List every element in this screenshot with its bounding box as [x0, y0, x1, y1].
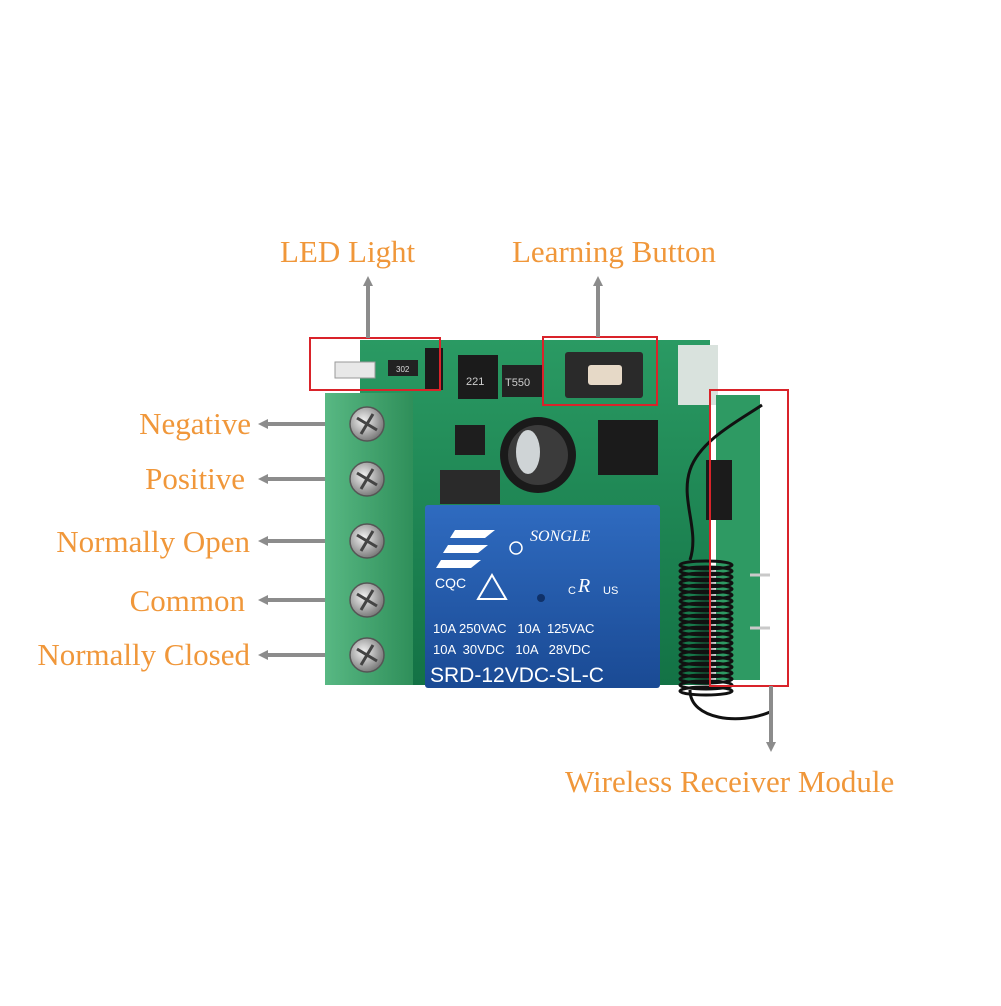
antenna-coil-turn — [678, 643, 734, 655]
antenna-wire — [685, 403, 763, 561]
relay-cert-ur-icon: R — [577, 575, 590, 597]
led-component — [334, 361, 376, 379]
negative-label: Negative — [139, 406, 251, 441]
terminal-screw-icon — [349, 582, 385, 618]
antenna-coil-turn — [678, 589, 734, 601]
ic-chip — [598, 420, 658, 475]
registered-icon — [509, 541, 523, 555]
learning-button-label: Learning Button — [512, 234, 717, 269]
smd-chip-t550 — [502, 365, 542, 397]
diode — [425, 348, 443, 390]
relay-cert-c: C — [568, 585, 576, 597]
antenna-coil-turn — [678, 655, 734, 667]
relay-cert-us: US — [603, 585, 618, 597]
antenna-coil-turn — [678, 619, 734, 631]
antenna-coil-turn — [678, 583, 734, 595]
antenna-coil-turn — [678, 607, 734, 619]
wireless-receiver-module-label: Wireless Receiver Module — [565, 764, 895, 799]
led-marking: 302 — [396, 365, 410, 374]
terminal-screw-icon — [349, 523, 385, 559]
songle-logo-icon — [436, 530, 495, 568]
smd-chip-221 — [458, 355, 498, 399]
antenna-coil-turn — [678, 559, 734, 571]
positive-label: Positive — [145, 461, 245, 496]
antenna-coil-turn — [678, 601, 734, 613]
antenna-coil — [678, 559, 734, 697]
learning-button-cap — [588, 365, 622, 385]
relay-rating-1: 10A 250VAC 10A 125VAC — [433, 621, 594, 636]
chip-221-label: 221 — [466, 376, 484, 388]
terminal-screw-icon — [349, 406, 385, 442]
chip-t550-label: T550 — [505, 377, 530, 389]
antenna-tail — [688, 689, 771, 721]
pcb-edge-white — [678, 345, 718, 405]
antenna-coil-turn — [678, 637, 734, 649]
antenna-coil-turn — [678, 613, 734, 625]
normally-open-label: Normally Open — [56, 524, 250, 559]
antenna-coil-turn — [678, 625, 734, 637]
antenna-coil-turn — [678, 577, 734, 589]
led-light-highlight — [309, 337, 441, 391]
antenna-coil-turn — [678, 667, 734, 679]
antenna-coil-turn — [678, 661, 734, 673]
relay-hole — [537, 594, 545, 602]
terminal-screw-icon — [349, 461, 385, 497]
terminal-screw-icon — [349, 637, 385, 673]
antenna-coil-turn — [678, 565, 734, 577]
warning-triangle-icon — [476, 573, 508, 600]
relay-model: SRD-12VDC-SL-C — [430, 664, 604, 687]
led-light-label: LED Light — [280, 234, 416, 269]
antenna-coil-turn — [678, 649, 734, 661]
antenna-coil-turn — [678, 631, 734, 643]
antenna-coil-turn — [678, 673, 734, 685]
antenna-coil-turn — [678, 571, 734, 583]
relay-rating-2: 10A 30VDC 10A 28VDC — [433, 642, 591, 657]
wireless-receiver-highlight — [709, 389, 789, 687]
smd-part-lower — [440, 470, 500, 504]
receiver-module-board — [716, 395, 760, 680]
smd-resistor — [388, 360, 418, 376]
capacitor-glare — [516, 430, 540, 474]
transistor — [455, 425, 485, 455]
relay-brand: SONGLE — [530, 528, 591, 545]
common-label: Common — [129, 583, 245, 618]
relay-cert-cqc: CQC — [435, 575, 466, 591]
normally-closed-label: Normally Closed — [37, 637, 250, 672]
antenna-coil-turn — [678, 685, 734, 697]
antenna-coil-turn — [678, 595, 734, 607]
